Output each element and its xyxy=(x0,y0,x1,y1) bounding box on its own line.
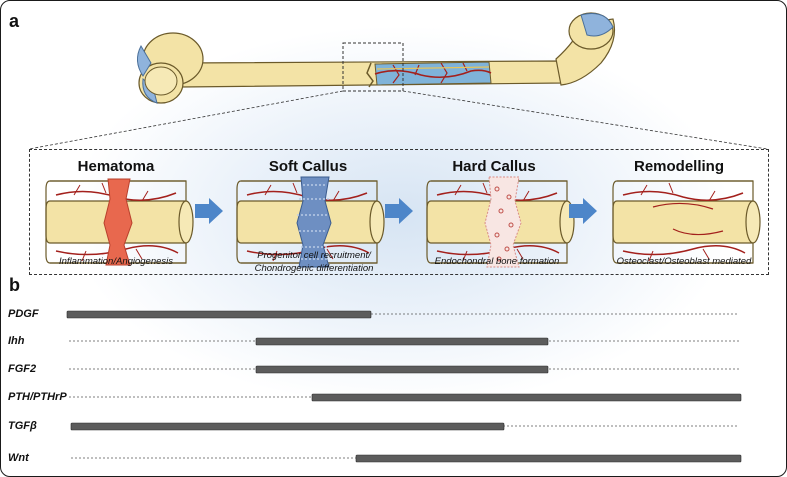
caption-line: Progenitor cell recruitment/ xyxy=(257,250,371,261)
timeline-bar-pth-pthrp xyxy=(311,393,742,402)
timeline-bar-fgf2 xyxy=(255,365,549,374)
timeline-bar-pdgf xyxy=(66,310,372,319)
gene-label-pth-pthrp: PTH/PTHrP xyxy=(8,391,67,403)
caption-line: Inflammation/Angiogenesis xyxy=(58,256,174,267)
stage-caption-hard-callus: Endochondral bone formation xyxy=(412,255,582,268)
hard-callus-section xyxy=(426,176,575,268)
gene-label-pdgf: PDGF xyxy=(8,308,39,320)
remodelling-section xyxy=(612,180,761,264)
soft-callus-section xyxy=(236,176,385,268)
stage-title-remodelling: Remodelling xyxy=(633,158,724,175)
hematoma-section xyxy=(45,178,194,266)
arrow-icon xyxy=(385,198,413,224)
panel-label-a: a xyxy=(9,11,20,31)
timeline-bar-wnt xyxy=(355,454,742,463)
stage-title-hard-callus: Hard Callus xyxy=(452,158,536,175)
stage-caption-remodelling: Osteoclast/Osteoblast mediated xyxy=(599,255,769,268)
timeline-bar-ihh xyxy=(255,337,549,346)
gene-label-wnt: Wnt xyxy=(8,452,29,464)
arrow-icon xyxy=(195,198,223,224)
gene-label-fgf2: FGF2 xyxy=(8,363,37,375)
stage-title-hematoma: Hematoma xyxy=(77,158,155,175)
stage-title-soft-callus: Soft Callus xyxy=(268,158,348,175)
stage-caption-soft-callus: Progenitor cell recruitment/ Chondrogeni… xyxy=(229,249,399,275)
timeline-bar-tgfb xyxy=(70,422,505,431)
caption-line: Osteoclast/Osteoblast mediated xyxy=(616,256,752,267)
panel-label-b: b xyxy=(9,275,20,295)
caption-line: Endochondral bone formation xyxy=(434,256,560,267)
caption-line: Chondrogenic differentiation xyxy=(254,263,374,274)
gene-label-ihh: Ihh xyxy=(8,335,25,347)
gene-label-tgfb: TGFβ xyxy=(8,420,37,432)
stage-caption-hematoma: Inflammation/Angiogenesis xyxy=(31,255,201,268)
arrow-icon xyxy=(569,198,597,224)
fracture-stages-box xyxy=(29,149,769,275)
